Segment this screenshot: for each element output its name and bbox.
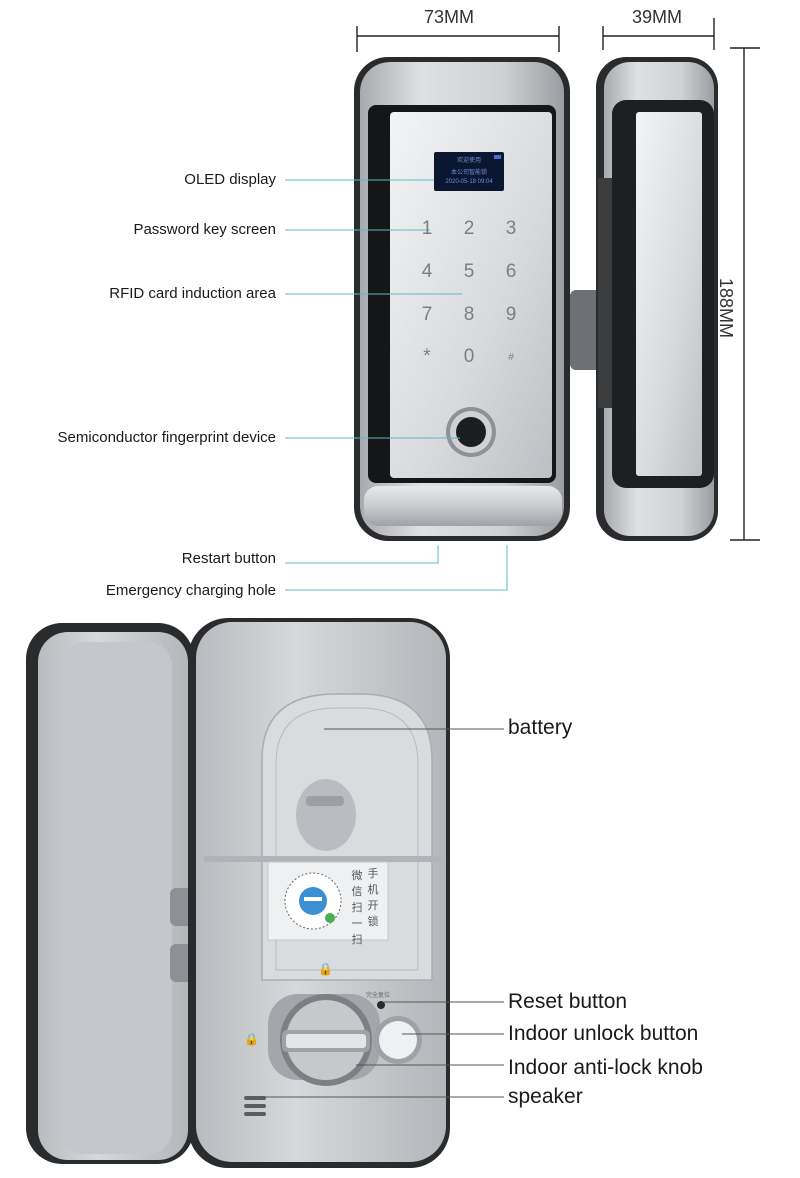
key-3[interactable]: 3: [505, 218, 517, 239]
indoor-unlock-label: Indoor unlock button: [508, 1022, 699, 1045]
oled-line-2: 本公司智能锁: [450, 170, 487, 176]
oled-display-label: OLED display: [184, 171, 276, 188]
callout-lines: [285, 179, 508, 591]
width-dimension-label: 73MM: [424, 7, 475, 27]
oled-line-1: 欢迎使用: [456, 158, 481, 164]
rfid-area-label: RFID card induction area: [109, 285, 276, 302]
sticker-col-1: 微信扫一扫: [351, 870, 363, 946]
key-star[interactable]: *: [423, 346, 431, 367]
back-lock-assembly: [26, 618, 450, 1168]
key-1[interactable]: 1: [421, 218, 433, 239]
oled-line-3: 2020-05-18 09:04: [445, 179, 493, 185]
fingerprint-device-label: Semiconductor fingerprint device: [57, 429, 276, 446]
battery-label: battery: [508, 716, 573, 739]
key-0[interactable]: 0: [463, 346, 475, 367]
key-5[interactable]: 5: [463, 261, 475, 282]
emergency-charging-label: Emergency charging hole: [105, 582, 276, 599]
lock-icon: 🔒: [318, 962, 333, 976]
reset-button-label: Reset button: [508, 990, 628, 1013]
reset-mark: 完全复位: [366, 993, 391, 999]
sticker-col-2: 手机开锁: [367, 868, 379, 928]
unlock-icon: 🔒: [244, 1032, 259, 1046]
speaker-label: speaker: [508, 1085, 583, 1108]
key-4[interactable]: 4: [421, 261, 433, 282]
key-8[interactable]: 8: [463, 304, 475, 325]
key-7[interactable]: 7: [421, 304, 433, 325]
battery-icon: [494, 155, 501, 159]
key-hash[interactable]: #: [508, 352, 514, 363]
key-6[interactable]: 6: [505, 261, 517, 282]
restart-button-label: Restart button: [181, 550, 276, 567]
front-side-profile: [570, 57, 718, 541]
oled-screen: 欢迎使用 本公司智能锁 2020-05-18 09:04: [434, 152, 504, 191]
depth-dimension-label: 39MM: [632, 7, 683, 27]
anti-lock-knob-label: Indoor anti-lock knob: [508, 1056, 703, 1079]
key-9[interactable]: 9: [505, 304, 517, 325]
back-callout-lines: [262, 728, 504, 1098]
dimension-lines: [356, 18, 760, 541]
height-dimension-label: 188MM: [716, 278, 736, 339]
key-2[interactable]: 2: [463, 218, 475, 239]
front-lock-body: [354, 57, 570, 541]
password-key-screen-label: Password key screen: [133, 221, 276, 238]
